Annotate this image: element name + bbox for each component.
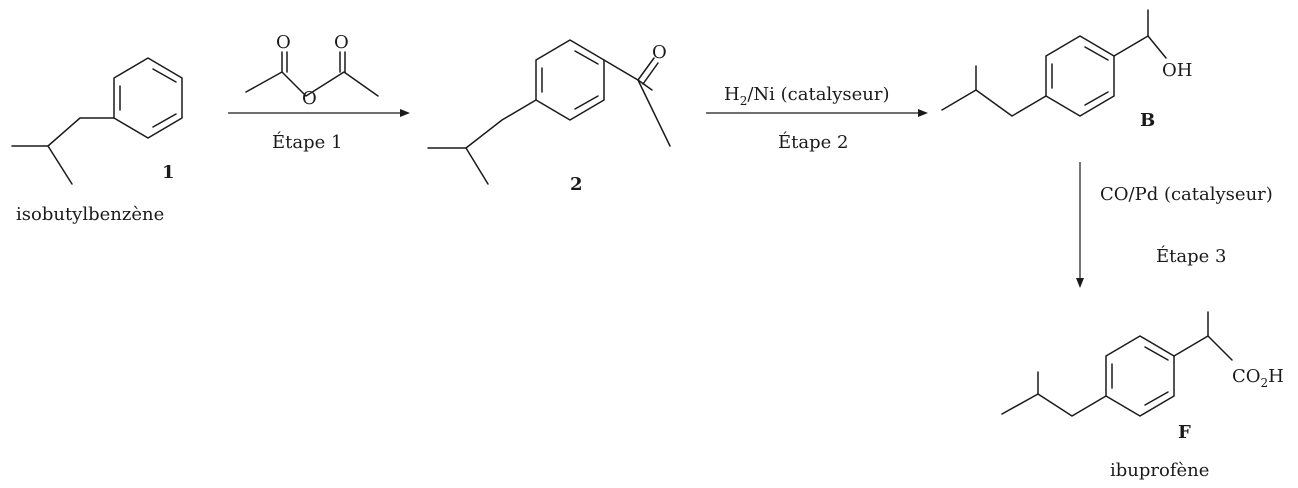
compound-name-ibuprofen: ibuprofène	[1110, 460, 1209, 481]
carboxylic-acid-group: CO2H	[1232, 366, 1284, 390]
ketone-structure: O 2	[427, 39, 671, 195]
acid-co: CO	[1232, 366, 1261, 387]
acid-subscript: 2	[1261, 376, 1269, 390]
isobutyl-chain	[427, 99, 537, 149]
double-bond-inner	[1144, 391, 1169, 406]
double-bond-inner	[1144, 346, 1169, 361]
isobutyl-branch	[465, 147, 489, 185]
compound-number-2: 2	[570, 174, 583, 195]
step-3-conditions: CO/Pd (catalyseur)	[1100, 184, 1273, 205]
anhydride-chain	[245, 71, 379, 97]
arrow-head	[400, 109, 410, 117]
alcohol-structure: OH B	[941, 9, 1192, 131]
isobutyl-branch	[47, 145, 73, 185]
hydrogen-symbol: H	[724, 84, 740, 105]
compound-letter-b: B	[1140, 110, 1155, 131]
step-2-conditions: H2/Ni (catalyseur)	[724, 84, 889, 108]
compound-letter-f: F	[1178, 422, 1191, 443]
acid-h: H	[1268, 366, 1284, 387]
ibuprofen-structure: CO2H F ibuprofène	[1001, 311, 1284, 481]
arrow-step-3: CO/Pd (catalyseur) Étape 3	[1076, 162, 1273, 288]
carbonyl-bond	[642, 62, 659, 85]
anhydride-oxygen: O	[302, 88, 317, 109]
carboxyl-bond	[1207, 335, 1233, 361]
arrow-step-2: H2/Ni (catalyseur) Étape 2	[706, 84, 928, 153]
catalyst-text: /Ni (catalyseur)	[747, 84, 889, 105]
anhydride-oxygen: O	[334, 32, 349, 53]
carbonyl-bond	[637, 79, 653, 91]
double-bond-inner	[1084, 46, 1109, 61]
anhydride-oxygen: O	[276, 32, 291, 53]
acetic-anhydride-structure: O O O	[245, 32, 379, 109]
compound-number-1: 1	[162, 162, 175, 183]
double-bond-inner	[152, 113, 177, 128]
isobutylbenzene-structure: 1 isobutylbenzène	[11, 57, 183, 225]
arrow-head	[1076, 278, 1084, 288]
isobutyl-chain	[941, 89, 1047, 117]
benzene-ring	[113, 57, 183, 139]
step-2-label: Étape 2	[778, 130, 848, 153]
propanoic-acid-group	[1173, 311, 1209, 357]
hydroxyl-bond	[1147, 35, 1167, 59]
hydroxyl-group: OH	[1162, 60, 1192, 81]
acetyl-group	[603, 59, 671, 147]
double-bond-inner	[152, 68, 177, 83]
double-bond-inner	[574, 50, 599, 65]
isobutyl-chain	[1001, 393, 1107, 417]
isobutyl-chain	[11, 117, 115, 147]
arrow-head	[918, 109, 928, 117]
arrow-step-1: Étape 1	[228, 109, 410, 153]
step-3-label: Étape 3	[1156, 244, 1226, 267]
benzene-ring	[1045, 35, 1115, 117]
hydrogen-subscript: 2	[740, 94, 748, 108]
ketone-oxygen: O	[652, 42, 667, 63]
compound-name-isobutylbenzene: isobutylbenzène	[16, 204, 164, 225]
step-1-label: Étape 1	[272, 130, 342, 153]
hydroxyethyl-group	[1113, 9, 1149, 57]
double-bond-inner	[1084, 91, 1109, 106]
benzene-ring	[1105, 335, 1175, 417]
carbonyl-bond	[637, 57, 655, 81]
double-bond-inner	[574, 95, 599, 110]
benzene-ring	[535, 39, 605, 121]
